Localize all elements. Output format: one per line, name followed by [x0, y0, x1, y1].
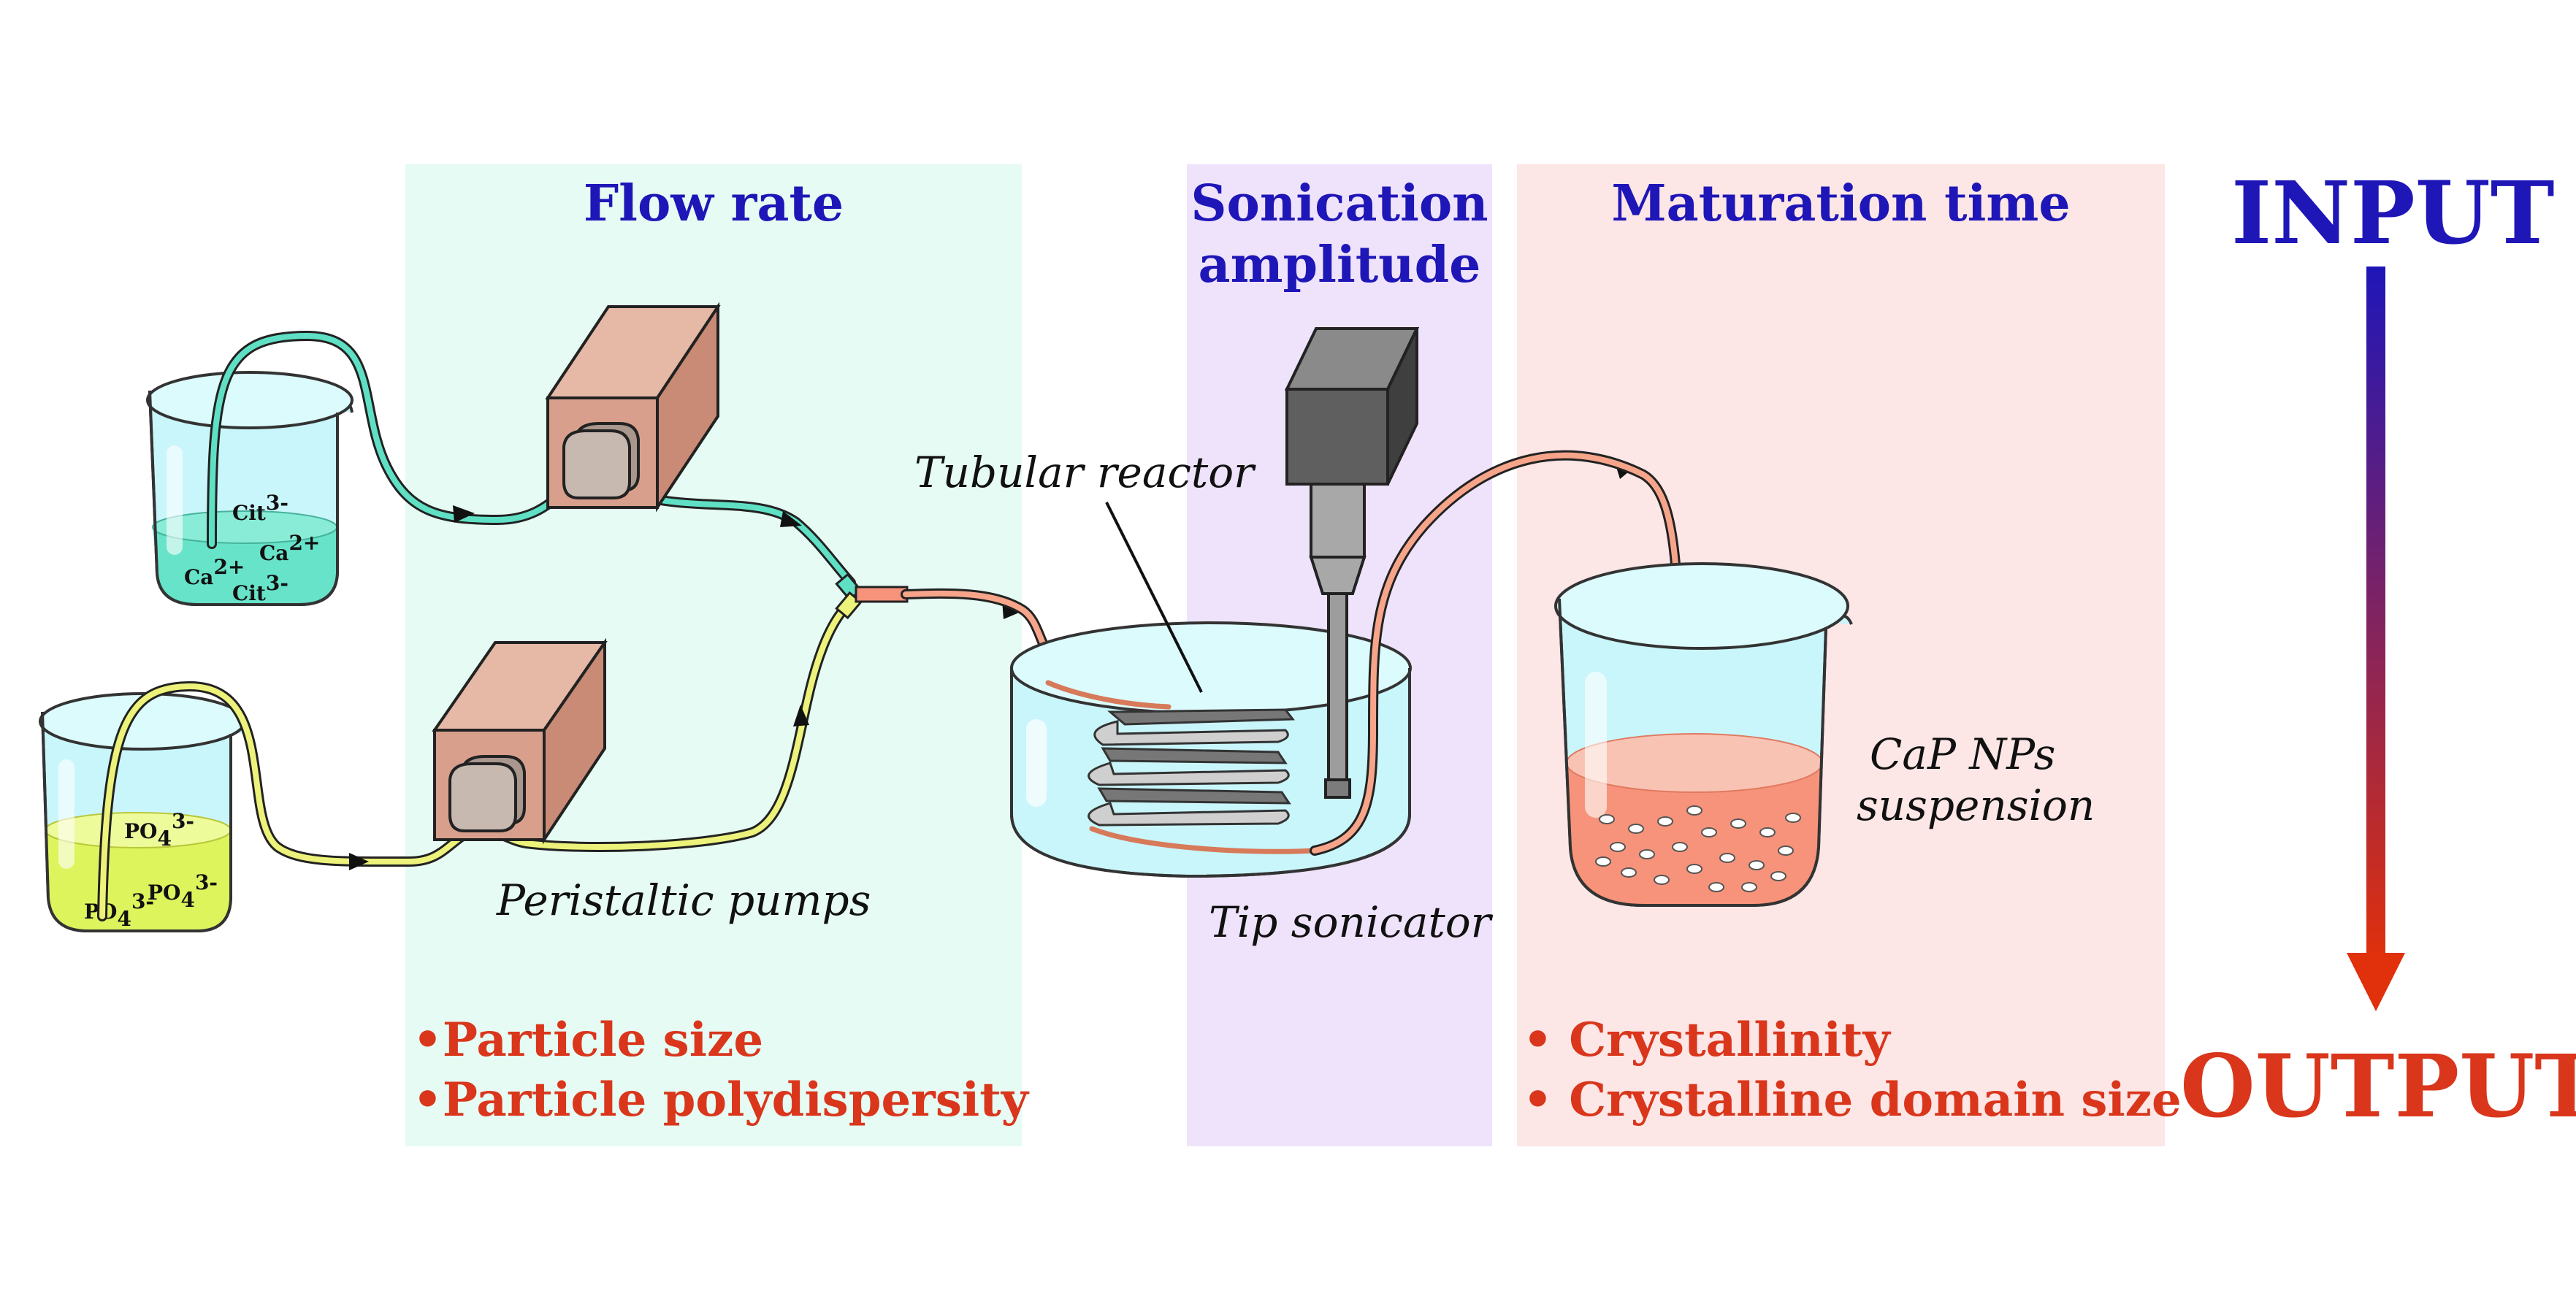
- phosphate-tubing: [97, 595, 858, 921]
- tubular-reactor: [1010, 502, 1412, 878]
- outlet-tubing: [1310, 450, 1685, 856]
- maturation-title: Maturation time: [1611, 175, 2071, 233]
- y-connector: [835, 572, 909, 620]
- peristaltic-pump-bottom: [432, 637, 608, 845]
- phosphate-ions: PO43- PO43- PO43-: [84, 809, 218, 931]
- nanoparticles: [1595, 805, 1801, 892]
- input-label: INPUT: [2231, 162, 2555, 264]
- cap-nps-label: CaP NPs: [1870, 729, 2056, 779]
- tip-sonicator: [1284, 327, 1420, 799]
- output-crystalline-domain-size: • Crystalline domain size: [1523, 1073, 2182, 1127]
- input-output-arrow: [2347, 267, 2405, 1011]
- peristaltic-pump-top: [545, 302, 721, 513]
- output-crystallinity: • Crystallinity: [1523, 1013, 1890, 1067]
- phosphate-beaker: [39, 692, 247, 932]
- sonication-title-line2: amplitude: [1198, 236, 1481, 294]
- svg-text:PO43-: PO43-: [124, 809, 194, 851]
- svg-text:Cit3-: Cit3-: [232, 491, 288, 525]
- svg-text:PO43-: PO43-: [84, 889, 154, 931]
- svg-text:Ca2+: Ca2+: [259, 531, 320, 565]
- flow-rate-title: Flow rate: [583, 175, 844, 233]
- svg-text:Cit3-: Cit3-: [232, 571, 288, 605]
- calcium-ions: Cit3- Ca2+ Ca2+ Cit3-: [184, 491, 320, 605]
- svg-text:Ca2+: Ca2+: [184, 555, 245, 589]
- product-beaker: [1554, 562, 1853, 907]
- output-particle-polydispersity: •Particle polydispersity: [413, 1073, 1028, 1127]
- svg-text:PO43-: PO43-: [148, 870, 218, 912]
- calcium-solution: [153, 526, 337, 605]
- phosphate-solution: [45, 829, 231, 931]
- sonication-title-line1: Sonication: [1190, 175, 1488, 233]
- reactor-coil: [1088, 708, 1295, 827]
- suspension-label: suspension: [1857, 781, 2095, 830]
- calcium-citrate-beaker: [146, 371, 353, 606]
- output-particle-size: •Particle size: [413, 1013, 764, 1067]
- tubular-reactor-label: Tubular reactor: [914, 448, 1254, 497]
- tip-sonicator-label: Tip sonicator: [1209, 897, 1491, 947]
- output-label: OUTPUT: [2180, 1035, 2576, 1137]
- peristaltic-pumps-label: Peristaltic pumps: [497, 875, 871, 925]
- calcium-tubing: [207, 330, 856, 588]
